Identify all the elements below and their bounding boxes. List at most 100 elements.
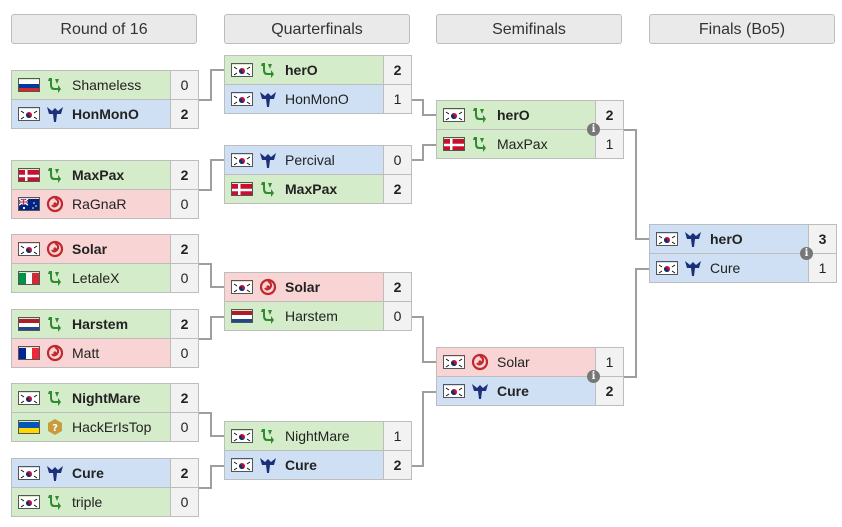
connector-sf-final2 bbox=[623, 268, 649, 378]
round-header-finals: Finals (Bo5) bbox=[649, 14, 835, 44]
korea-flag-icon bbox=[443, 108, 465, 122]
connector-qf-sf2 bbox=[410, 316, 436, 363]
terran-icon bbox=[46, 269, 64, 287]
player-name[interactable]: Percival bbox=[285, 152, 335, 168]
connector-r16-qf4b bbox=[198, 465, 224, 489]
player-score: 0 bbox=[170, 488, 198, 516]
player-name[interactable]: Harstem bbox=[285, 308, 338, 324]
player-name[interactable]: NightMare bbox=[72, 390, 141, 406]
player-name[interactable]: MaxPax bbox=[285, 181, 338, 197]
korea-flag-icon bbox=[18, 391, 40, 405]
player-name[interactable]: HonMonO bbox=[72, 106, 139, 122]
terran-icon bbox=[259, 180, 277, 198]
match-r16-6: Cure 2 triple 0 bbox=[11, 458, 199, 517]
player-score: 1 bbox=[595, 348, 623, 376]
player-score: 3 bbox=[808, 225, 836, 253]
korea-flag-icon bbox=[231, 280, 253, 294]
player-name[interactable]: Cure bbox=[710, 260, 741, 276]
zerg-icon bbox=[259, 278, 277, 296]
player-slot-triple[interactable]: triple 0 bbox=[11, 487, 199, 517]
player-name[interactable]: herO bbox=[285, 62, 318, 78]
korea-flag-icon bbox=[443, 384, 465, 398]
player-name[interactable]: Solar bbox=[285, 279, 321, 295]
player-name[interactable]: Cure bbox=[497, 383, 529, 399]
netherlands-flag-icon bbox=[18, 317, 40, 331]
connector-r16-qf2 bbox=[198, 159, 224, 191]
terran-icon bbox=[259, 307, 277, 325]
player-name[interactable]: Harstem bbox=[72, 316, 129, 332]
player-name[interactable]: Solar bbox=[72, 241, 108, 257]
player-score: 0 bbox=[170, 413, 198, 441]
connector-r16-qf3b bbox=[198, 316, 224, 340]
korea-flag-icon bbox=[231, 63, 253, 77]
connector-qf-sf1b bbox=[410, 144, 436, 161]
netherlands-flag-icon bbox=[231, 309, 253, 323]
player-name[interactable]: triple bbox=[72, 494, 103, 510]
russia-flag-icon bbox=[18, 78, 40, 92]
player-score: 2 bbox=[170, 459, 198, 487]
player-name[interactable]: Shameless bbox=[72, 77, 142, 93]
match-info-icon[interactable]: i bbox=[587, 123, 600, 136]
protoss-icon bbox=[46, 464, 64, 482]
player-score: 2 bbox=[170, 384, 198, 412]
korea-flag-icon bbox=[18, 107, 40, 121]
terran-icon bbox=[471, 106, 489, 124]
terran-icon bbox=[46, 389, 64, 407]
player-name[interactable]: Matt bbox=[72, 345, 100, 361]
italy-flag-icon bbox=[18, 271, 40, 285]
player-name[interactable]: herO bbox=[497, 107, 530, 123]
match-info-icon[interactable]: i bbox=[587, 370, 600, 383]
match-info-icon[interactable]: i bbox=[800, 247, 813, 260]
player-slot-harstem[interactable]: Harstem 2 bbox=[11, 309, 199, 339]
player-name[interactable]: herO bbox=[710, 231, 743, 247]
player-name[interactable]: MaxPax bbox=[72, 167, 125, 183]
player-name[interactable]: MaxPax bbox=[497, 136, 548, 152]
player-slot-cure[interactable]: Cure 2 bbox=[11, 458, 199, 488]
player-name[interactable]: HackErIsTop bbox=[72, 419, 152, 435]
player-score: 2 bbox=[595, 101, 623, 129]
player-name[interactable]: Cure bbox=[72, 465, 104, 481]
player-name[interactable]: NightMare bbox=[285, 428, 350, 444]
player-name[interactable]: LetaleX bbox=[72, 270, 120, 286]
player-name[interactable]: HonMonO bbox=[285, 91, 349, 107]
france-flag-icon bbox=[18, 346, 40, 360]
player-score: 2 bbox=[170, 310, 198, 338]
player-name[interactable]: RaGnaR bbox=[72, 196, 127, 212]
terran-icon bbox=[46, 76, 64, 94]
round-header-quarterfinals: Quarterfinals bbox=[224, 14, 410, 44]
denmark-flag-icon bbox=[443, 137, 465, 151]
player-name[interactable]: Cure bbox=[285, 457, 317, 473]
player-slot-nightmare[interactable]: NightMare 2 bbox=[11, 383, 199, 413]
connector-qf-sf1 bbox=[410, 99, 436, 116]
terran-icon bbox=[46, 493, 64, 511]
connector-qf-sf2b bbox=[410, 391, 436, 467]
denmark-flag-icon bbox=[18, 168, 40, 182]
player-name[interactable]: Solar bbox=[497, 354, 530, 370]
round-header-round-of-16: Round of 16 bbox=[11, 14, 197, 44]
korea-flag-icon bbox=[18, 495, 40, 509]
